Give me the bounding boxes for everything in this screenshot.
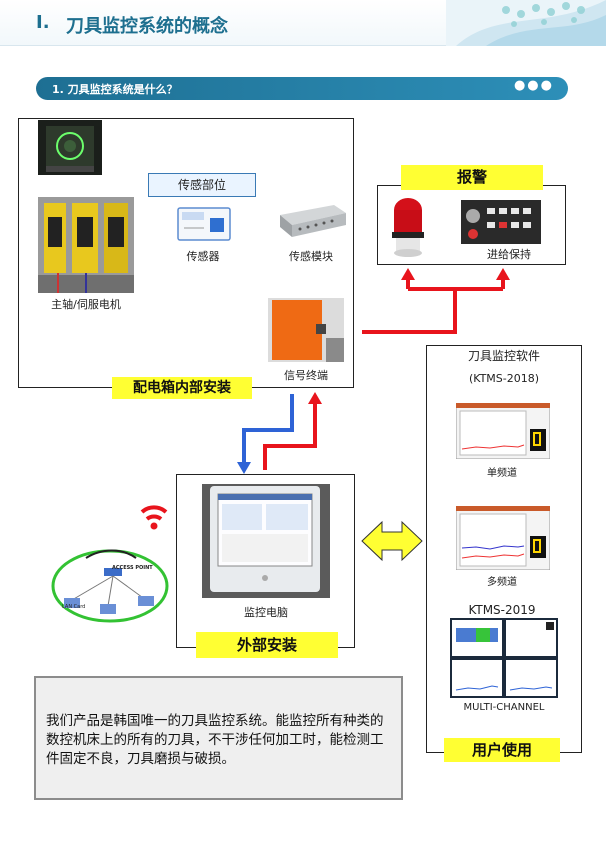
multi-channel-label: MULTI-CHANNEL — [463, 702, 545, 713]
access-point-label: ACCESS POINT — [112, 565, 153, 571]
monitor-pc-image — [202, 484, 330, 598]
double-arrow — [361, 520, 423, 562]
red-alarm-arrow — [362, 278, 505, 334]
page-title: 刀具监控系统的概念 — [66, 16, 228, 37]
blue-arrow — [242, 394, 294, 464]
user-label: 用户使用 — [444, 738, 560, 762]
sensor-module-label: 传感模块 — [289, 250, 333, 263]
description-box: 我们产品是韩国唯一的刀具监控系统。能监控所有种类的数控机床上的所有的刀具，不干涉… — [34, 676, 403, 800]
alarm-title: 报警 — [401, 165, 543, 190]
wireless-network-diagram — [51, 549, 169, 623]
feed-hold-label: 进给保持 — [487, 248, 531, 261]
section-title-bar: 1. 刀具监控系统是什么？ ●●● — [36, 77, 568, 100]
software-title: 刀具监控软件 — [467, 349, 540, 363]
alarm-lamp-image — [392, 198, 424, 257]
feed-hold-panel-image — [461, 200, 541, 244]
lan-card-label: LAN Card — [62, 604, 86, 610]
multi-channel-screenshot — [450, 618, 558, 698]
wifi-icon — [140, 505, 168, 530]
description-text: 我们产品是韩国唯一的刀具监控系统。能监控所有种类的数控机床上的所有的刀具，不干涉… — [46, 713, 384, 767]
section-title: 1. 刀具监控系统是什么？ — [52, 83, 178, 96]
section-number: I. — [36, 12, 50, 33]
servo-motor-image — [38, 197, 134, 293]
single-channel-screenshot — [456, 403, 550, 459]
sensor-label: 传感器 — [186, 250, 220, 263]
header-decoration — [446, 0, 606, 46]
multi-frequency-label: 多频道 — [487, 577, 517, 588]
single-channel-label: 单频道 — [487, 468, 517, 479]
page-header: I. 刀具监控系统的概念 — [0, 0, 606, 46]
monitor-pc-label: 监控电脑 — [244, 606, 288, 619]
cnc-screen-image — [38, 120, 102, 175]
software-version-2018: (KTMS-2018) — [468, 372, 540, 385]
spindle-label: 主轴/伺服电机 — [51, 298, 121, 311]
signal-terminal-image — [268, 298, 344, 362]
red-up-arrow — [263, 402, 317, 470]
software-version-2019: KTMS-2019 — [468, 603, 536, 617]
signal-terminal-label: 信号终端 — [284, 369, 328, 382]
sensor-image — [177, 207, 231, 241]
external-label: 外部安装 — [196, 632, 338, 658]
cabinet-label: 配电箱内部安装 — [112, 377, 252, 399]
multi-frequency-screenshot — [456, 506, 550, 570]
sensor-module-image — [280, 205, 346, 237]
sensor-part-label: 传感部位 — [148, 173, 256, 197]
section-dots: ●●● — [513, 78, 554, 93]
